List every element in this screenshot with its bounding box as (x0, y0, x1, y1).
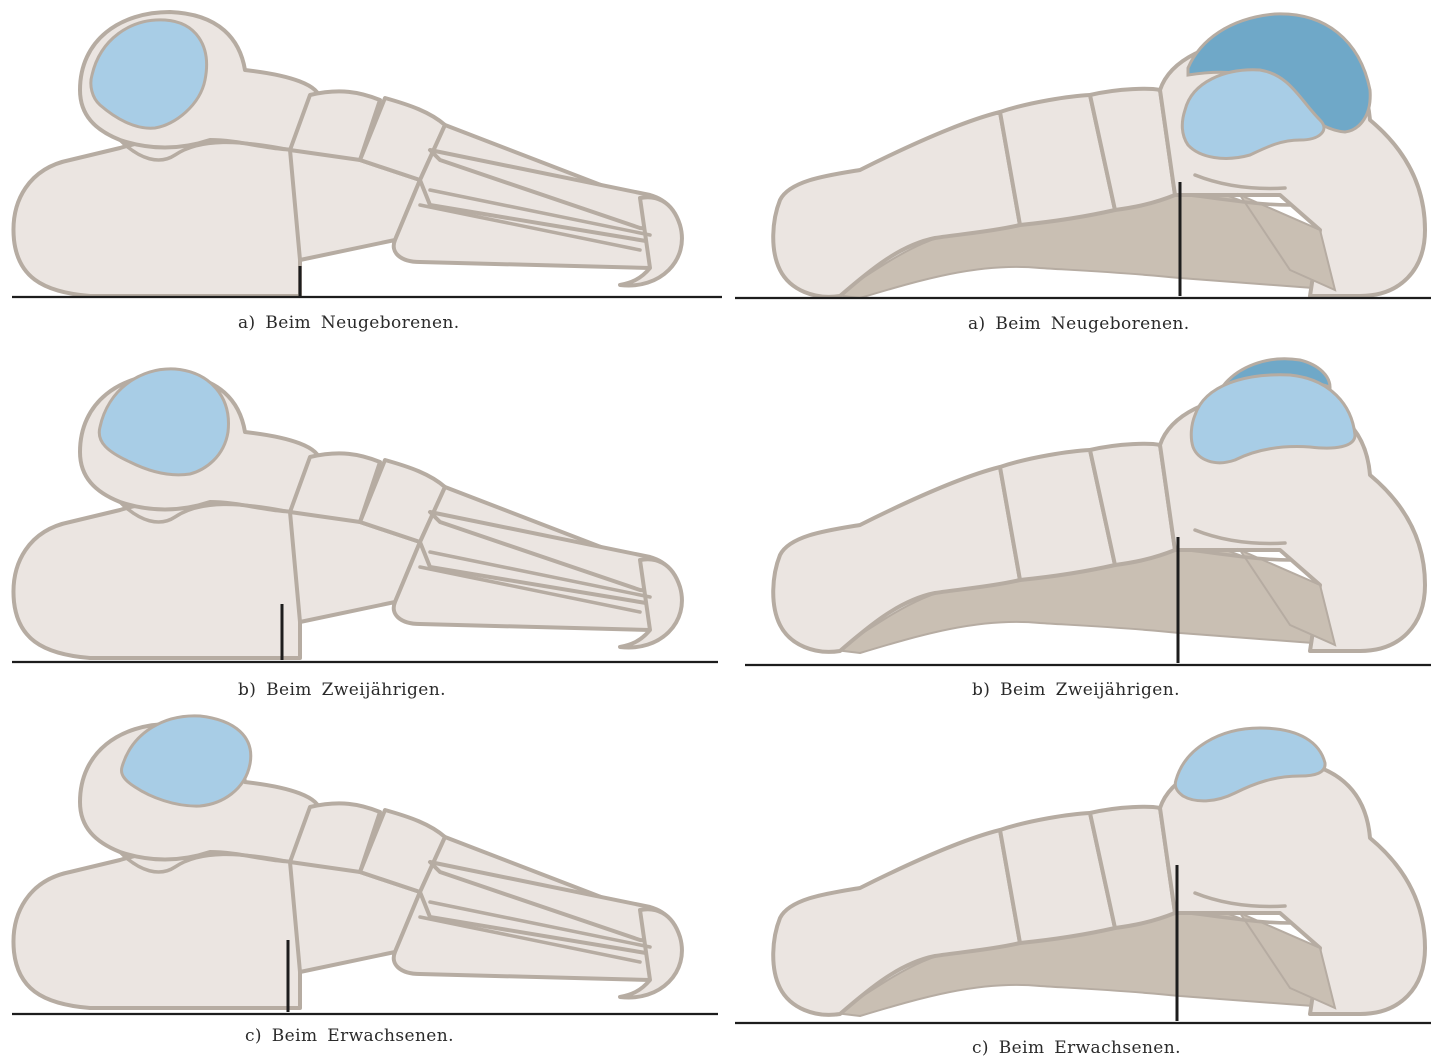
caption-right-b: b) Beim Zweijährigen. (972, 680, 1180, 700)
caption-left-a: a) Beim Neugeborenen. (238, 313, 460, 333)
caption-right-c: c) Beim Erwachsenen. (972, 1038, 1181, 1058)
caption-left-c: c) Beim Erwachsenen. (245, 1026, 454, 1046)
right-figure-c (735, 728, 1431, 1023)
right-figure-a (735, 14, 1431, 298)
caption-left-b: b) Beim Zweijährigen. (238, 680, 446, 700)
right-figure-b (745, 359, 1431, 665)
left-figure-a (12, 12, 722, 297)
caption-right-a: a) Beim Neugeborenen. (968, 314, 1190, 334)
left-figure-c (12, 716, 718, 1014)
left-figure-b (12, 369, 718, 662)
